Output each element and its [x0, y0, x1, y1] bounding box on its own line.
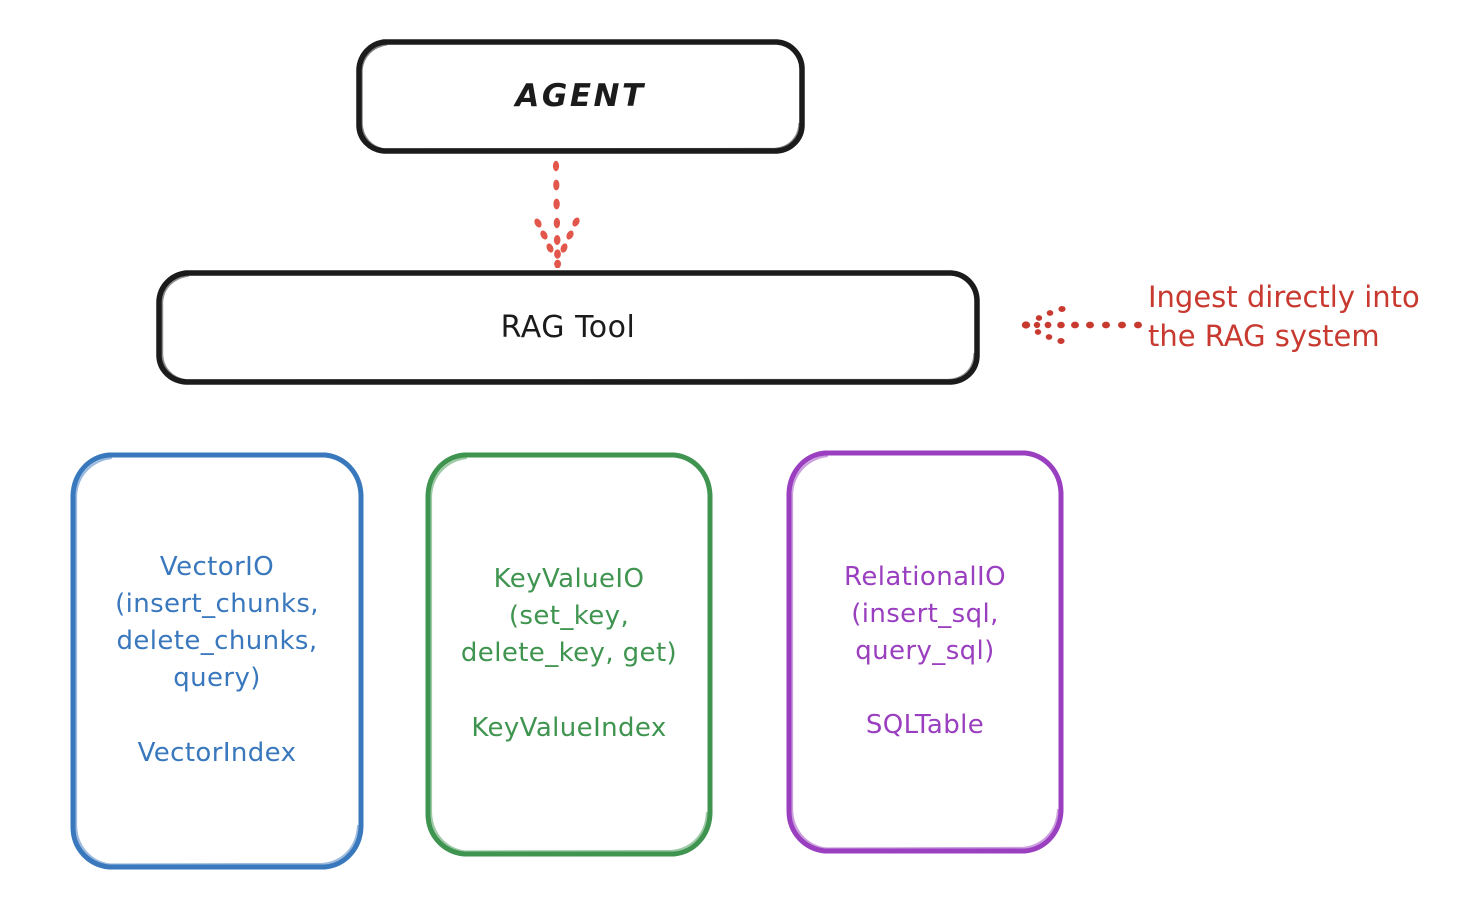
agent-node[interactable]: AGENT — [356, 39, 805, 154]
vector-io-node[interactable]: VectorIO (insert_chunks, delete_chunks, … — [69, 451, 365, 870]
key-value-io-index-label: KeyValueIndex — [471, 712, 667, 743]
dotted-down-arrow-icon — [534, 160, 580, 268]
relational-io-node[interactable]: RelationalIO (insert_sql, query_sql) SQL… — [785, 449, 1065, 854]
relational-io-content: RelationalIO (insert_sql, query_sql) SQL… — [785, 559, 1065, 745]
ingest-annotation-label: Ingest directly into the RAG system — [1148, 280, 1420, 353]
key-value-io-node[interactable]: KeyValueIO (set_key, delete_key, get) Ke… — [424, 451, 714, 857]
vector-io-index-label: VectorIndex — [137, 737, 297, 768]
vector-io-api-label: VectorIO (insert_chunks, delete_chunks, … — [115, 552, 319, 693]
agent-label: AGENT — [515, 78, 646, 115]
rag-tool-node[interactable]: RAG Tool — [156, 270, 980, 385]
rag-tool-label: RAG Tool — [500, 309, 636, 345]
key-value-io-content: KeyValueIO (set_key, delete_key, get) Ke… — [424, 561, 714, 747]
relational-io-api-label: RelationalIO (insert_sql, query_sql) — [844, 561, 1006, 666]
vector-io-content: VectorIO (insert_chunks, delete_chunks, … — [69, 549, 365, 772]
relational-io-index-label: SQLTable — [865, 710, 985, 741]
key-value-io-api-label: KeyValueIO (set_key, delete_key, get) — [460, 564, 678, 668]
dotted-left-arrow-icon — [1021, 306, 1142, 344]
